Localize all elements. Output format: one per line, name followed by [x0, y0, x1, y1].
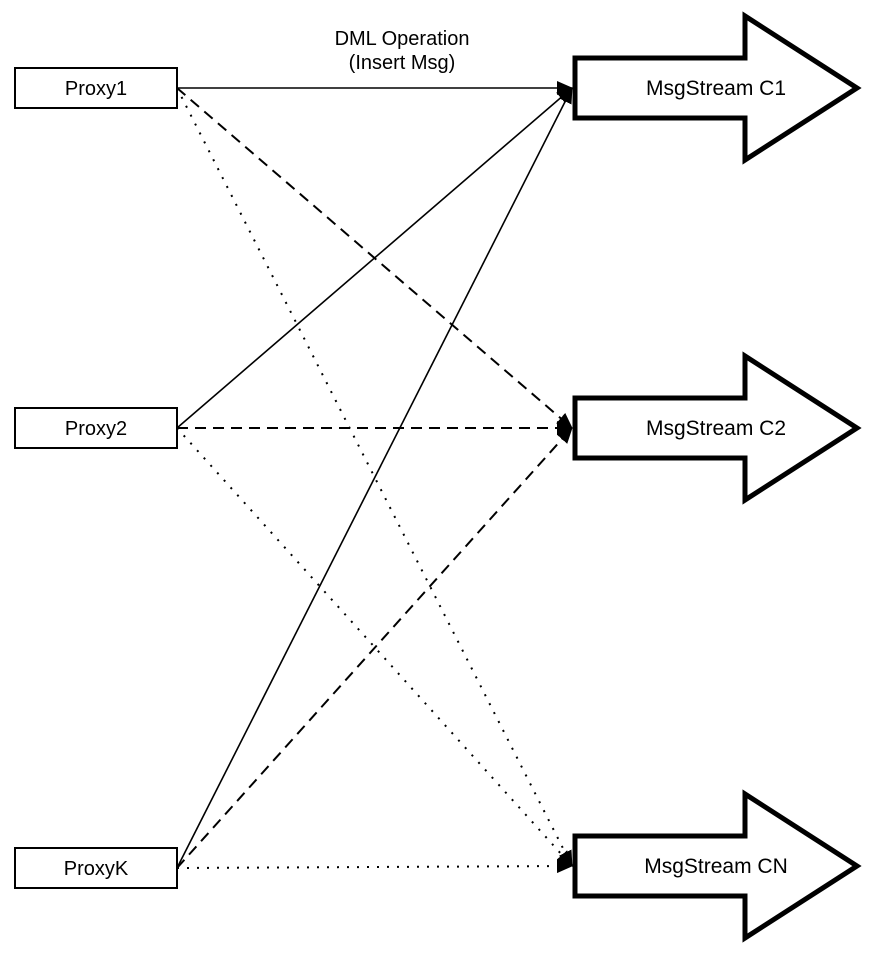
node-msgstream-c2: MsgStream C2 [572, 351, 862, 505]
node-proxyk: ProxyK [14, 847, 178, 889]
edge-label-line2: (Insert Msg) [349, 52, 456, 74]
proxyk-label: ProxyK [64, 858, 129, 880]
msgstream-c1-label: MsgStream C1 [646, 77, 786, 100]
edge-proxyk-c1 [176, 87, 573, 869]
msgstream-c2-label: MsgStream C2 [646, 417, 786, 440]
node-proxy2: Proxy2 [14, 407, 178, 449]
edge-proxy2-c1 [176, 87, 573, 429]
edge-proxyk-c2 [176, 427, 573, 869]
proxy1-box [14, 67, 178, 109]
edges-group [176, 81, 573, 874]
edge-proxyk-cn [176, 859, 573, 874]
msgstream-cn-label: MsgStream CN [644, 855, 788, 878]
node-msgstream-c1: MsgStream C1 [572, 11, 862, 165]
proxyk-box [14, 847, 178, 889]
proxy1-label: Proxy1 [65, 78, 127, 100]
msgstream-cn-arrow-shape [572, 789, 862, 943]
edge-proxy2-cn [176, 427, 573, 867]
msgstream-c2-arrow-shape [572, 351, 862, 505]
proxy2-box [14, 407, 178, 449]
edge-label-line1: DML Operation [335, 28, 470, 50]
node-msgstream-cn: MsgStream CN [572, 789, 862, 943]
proxy2-label: Proxy2 [65, 418, 127, 440]
node-proxy1: Proxy1 [14, 67, 178, 109]
msgstream-c1-arrow-shape [572, 11, 862, 165]
